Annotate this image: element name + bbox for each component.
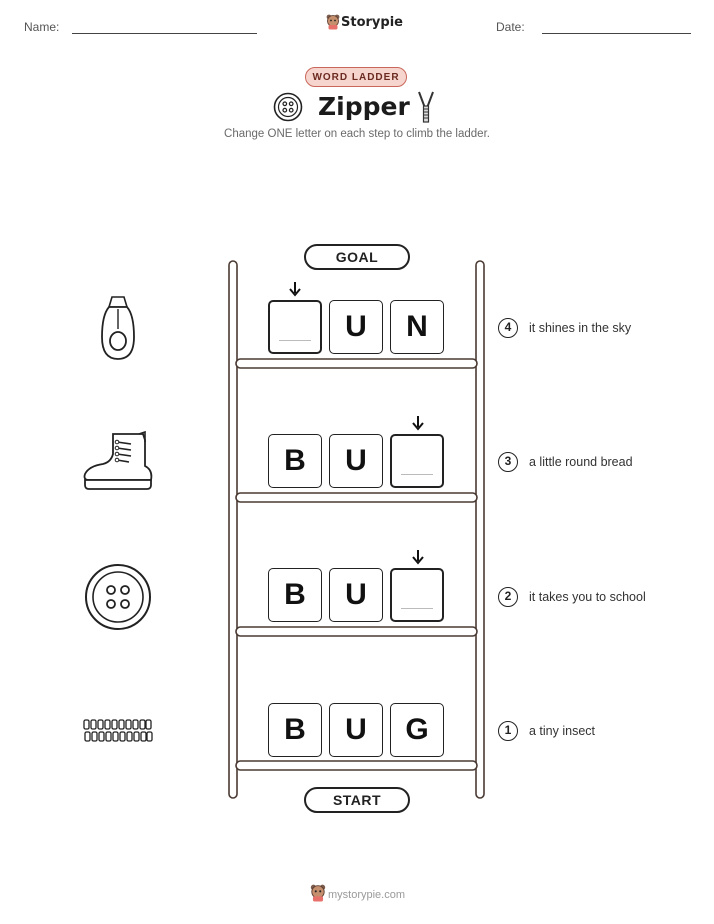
boot-icon xyxy=(83,430,153,490)
letter-tile-blank[interactable] xyxy=(390,434,444,488)
name-line[interactable] xyxy=(72,33,257,34)
letter-tile: U xyxy=(329,568,383,622)
change-arrow-icon xyxy=(412,416,424,431)
letter-tile: B xyxy=(268,434,322,488)
letter-tile: B xyxy=(268,703,322,757)
letter-tile: G xyxy=(390,703,444,757)
rung-3 xyxy=(235,492,478,503)
clue-text: a tiny insect xyxy=(529,724,596,738)
letter-tile: U xyxy=(329,434,383,488)
change-arrow-icon xyxy=(289,282,301,297)
brand-name: Storypie xyxy=(341,15,403,30)
title-zipper-icon xyxy=(418,91,434,123)
rung-4 xyxy=(235,358,478,369)
title-button-icon xyxy=(273,92,303,122)
bear-icon xyxy=(326,14,340,30)
clue-text: it takes you to school xyxy=(529,590,646,604)
goal-label: GOAL xyxy=(304,244,410,270)
start-label: START xyxy=(304,787,410,813)
step-number: 2 xyxy=(498,587,518,607)
page-title: Zipper xyxy=(318,92,410,121)
clue-text: it shines in the sky xyxy=(529,321,632,335)
left-rail xyxy=(228,260,238,799)
date-line[interactable] xyxy=(542,33,691,34)
rung-1 xyxy=(235,760,478,771)
letter-tile: U xyxy=(329,300,383,354)
name-label: Name: xyxy=(24,20,60,34)
letter-tile-blank[interactable] xyxy=(268,300,322,354)
zipper-pull-icon xyxy=(101,296,135,360)
letter-tile: U xyxy=(329,703,383,757)
letter-tile-blank[interactable] xyxy=(390,568,444,622)
step-number: 4 xyxy=(498,318,518,338)
letter-tile: B xyxy=(268,568,322,622)
change-arrow-icon xyxy=(412,550,424,565)
instructions: Change ONE letter on each step to climb … xyxy=(224,128,490,140)
letter-tile: N xyxy=(390,300,444,354)
word-ladder-badge: WORD LADDER xyxy=(305,67,407,87)
right-rail xyxy=(475,260,485,799)
button-icon xyxy=(85,564,151,630)
zipper-teeth-icon xyxy=(83,719,153,742)
footer-url[interactable]: mystorypie.com xyxy=(328,889,406,901)
footer-bear-icon xyxy=(310,884,326,902)
step-number: 1 xyxy=(498,721,518,741)
clue-text: a little round bread xyxy=(529,455,633,469)
rung-2 xyxy=(235,626,478,637)
date-label: Date: xyxy=(496,20,525,34)
step-number: 3 xyxy=(498,452,518,472)
